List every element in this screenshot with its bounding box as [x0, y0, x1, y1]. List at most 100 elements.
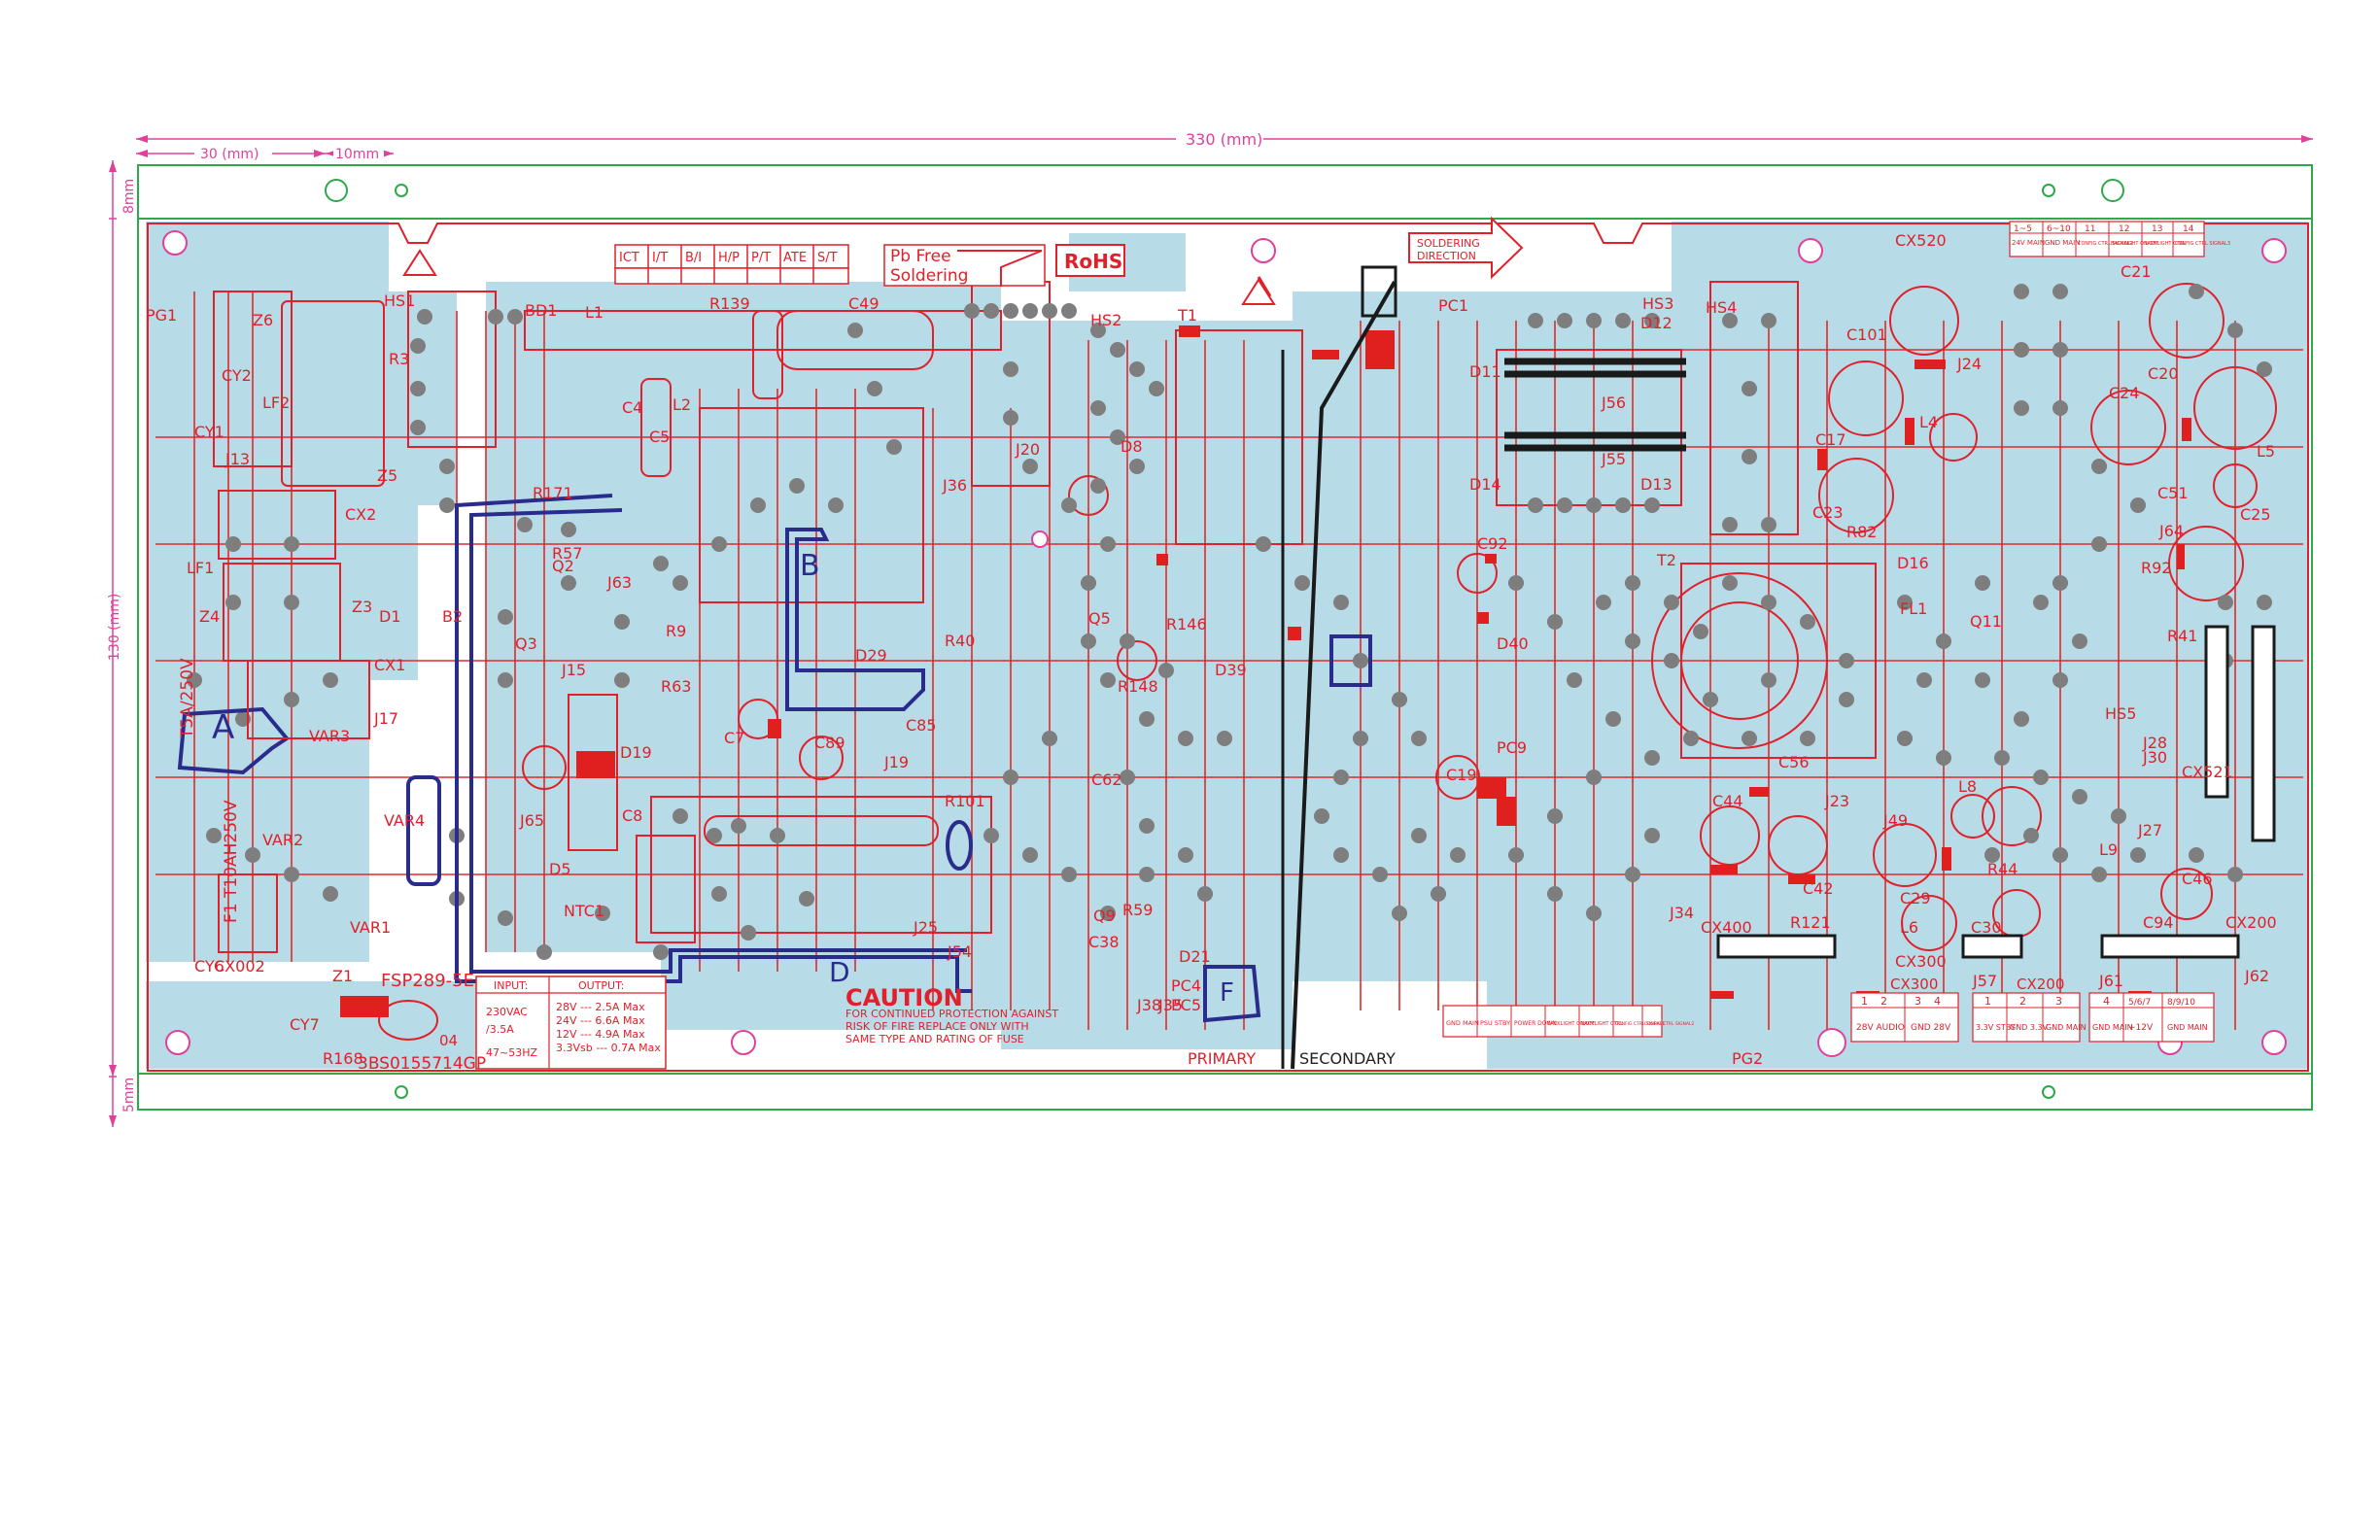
pad [498, 672, 513, 688]
pad [1090, 323, 1106, 338]
pad [2227, 323, 2243, 338]
ref-l4: L4 [1919, 413, 1938, 431]
bottom-margin-label: 5mm [121, 1078, 137, 1112]
pad [799, 891, 814, 907]
j61-pin: 8/9/10 [2167, 998, 2195, 1008]
cx520-signal: BACKLIGHT CTRL [2144, 241, 2186, 247]
pad [1450, 847, 1466, 863]
pad [653, 944, 669, 960]
pad [1411, 828, 1427, 843]
pad [1003, 303, 1018, 319]
ref-cx300: CX300 [1895, 952, 1947, 971]
test-cell: ICT [619, 251, 639, 265]
j61-signal: GND MAIN [2092, 1023, 2133, 1032]
cx200-signal-table: CX200 1 2 3 3.3V STBY GND 3.3V GND MAIN [1972, 975, 2087, 1043]
pad [1372, 867, 1388, 882]
pad [1061, 497, 1077, 513]
ref-l1: L1 [585, 303, 604, 322]
primary-components [218, 249, 1276, 953]
ref-var1: VAR1 [350, 918, 391, 937]
test-cell: ATE [783, 251, 807, 265]
rating-output-line: 24V --- 6.6A Max [556, 1014, 645, 1027]
ref-j13: J13 [224, 450, 250, 468]
pad [983, 303, 999, 319]
ref-r41: R41 [2167, 627, 2197, 645]
pad [410, 338, 426, 354]
ref-b2: B2 [442, 607, 463, 626]
pad [1178, 847, 1193, 863]
ref-d29: D29 [855, 646, 887, 665]
rating-model: FSP289-5E [381, 971, 474, 991]
ref-j64: J64 [2158, 522, 2184, 540]
ref-cx2: CX2 [345, 505, 376, 524]
pad [1800, 731, 1815, 746]
pad [284, 867, 299, 882]
ref-z1: Z1 [332, 967, 353, 985]
pad [828, 497, 844, 513]
ref-j30: J30 [2142, 748, 2167, 767]
pad [410, 420, 426, 435]
pad [1975, 672, 1990, 688]
pad [1586, 906, 1602, 921]
ref-j17: J17 [373, 709, 398, 728]
cx400-signal: CONFIG CTRL SIGNAL1 [1615, 1021, 1665, 1027]
ref-r121: R121 [1790, 913, 1831, 932]
ref-hs3: HS3 [1642, 294, 1673, 313]
pad [1149, 381, 1164, 396]
ref-q11: Q11 [1970, 612, 2002, 631]
ref-pg2: PG2 [1732, 1049, 1763, 1068]
pad [614, 672, 630, 688]
cx520-signal: BACKLIGHT ON/OFF [2111, 241, 2158, 247]
pad [536, 944, 552, 960]
pad [1644, 750, 1660, 766]
ref-j15: J15 [561, 661, 586, 679]
pad [1022, 459, 1038, 474]
pad [1742, 449, 1757, 464]
ref-t2: T2 [1656, 551, 1676, 569]
pad [323, 886, 338, 902]
cx520-pin: 6~10 [2047, 224, 2071, 234]
cx400-signal: CONFIG CTRL SIGNAL2 [1644, 1021, 1694, 1027]
ref-q3: Q3 [515, 634, 537, 653]
test-cell: H/P [718, 251, 740, 265]
pad [245, 847, 260, 863]
pad [711, 886, 727, 902]
pad [323, 672, 338, 688]
mounting-holes [162, 230, 2287, 1057]
ref-pg1: PG1 [146, 306, 177, 325]
ref-hs2: HS2 [1090, 311, 1121, 329]
board-outline [137, 164, 2313, 1111]
pad [673, 808, 688, 824]
rating-input-header: INPUT: [494, 979, 528, 992]
ref-j28: J28 [2142, 734, 2167, 752]
ref-j49: J49 [1882, 811, 1908, 830]
pad [1090, 400, 1106, 416]
cx400-signal: GND MAIN [1446, 1019, 1479, 1027]
ref-z5: Z5 [377, 466, 397, 485]
pad [2091, 867, 2107, 882]
cx200-title: CX200 [2017, 975, 2064, 993]
cx200-pin: 3 [2055, 995, 2062, 1008]
ref-c30: C30 [1971, 918, 2002, 937]
pad [498, 609, 513, 625]
ref-lf1: LF1 [187, 559, 214, 577]
pad [2052, 847, 2068, 863]
pad [2111, 808, 2126, 824]
pad [1129, 459, 1145, 474]
pad [2052, 575, 2068, 591]
ref-c51: C51 [2157, 484, 2189, 502]
ref-r40: R40 [945, 632, 975, 650]
ref-d5: D5 [549, 860, 571, 878]
pad [1586, 497, 1602, 513]
ref-j35: J35 [1157, 996, 1183, 1014]
pad [1411, 731, 1427, 746]
cx300-signal: 28V AUDIO [1856, 1023, 1905, 1033]
test-cell: I/T [652, 251, 668, 265]
pad [1061, 303, 1077, 319]
ref-cy6: CY6 [194, 957, 224, 975]
pad [1100, 906, 1116, 921]
fuse-f1-label: F1 T10AH250V [222, 800, 241, 923]
ref-l2: L2 [673, 395, 691, 414]
ref-hs4: HS4 [1706, 298, 1737, 317]
